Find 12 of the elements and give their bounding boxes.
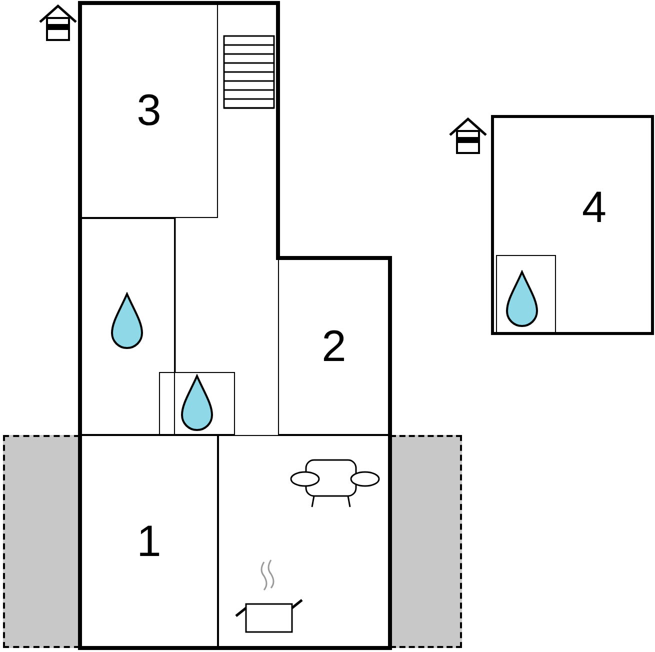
room-outline [80, 3, 218, 218]
room-number: 4 [582, 186, 606, 230]
room-outline [278, 258, 390, 435]
terrace-area [3, 435, 80, 648]
room-number: 3 [136, 88, 162, 132]
room-outline [159, 372, 235, 435]
room-outline [80, 435, 218, 648]
room-number: 1 [136, 520, 162, 564]
terrace-area [390, 435, 462, 648]
room-number: 2 [322, 324, 346, 368]
room-outline [491, 115, 654, 335]
room-outline [496, 255, 556, 334]
